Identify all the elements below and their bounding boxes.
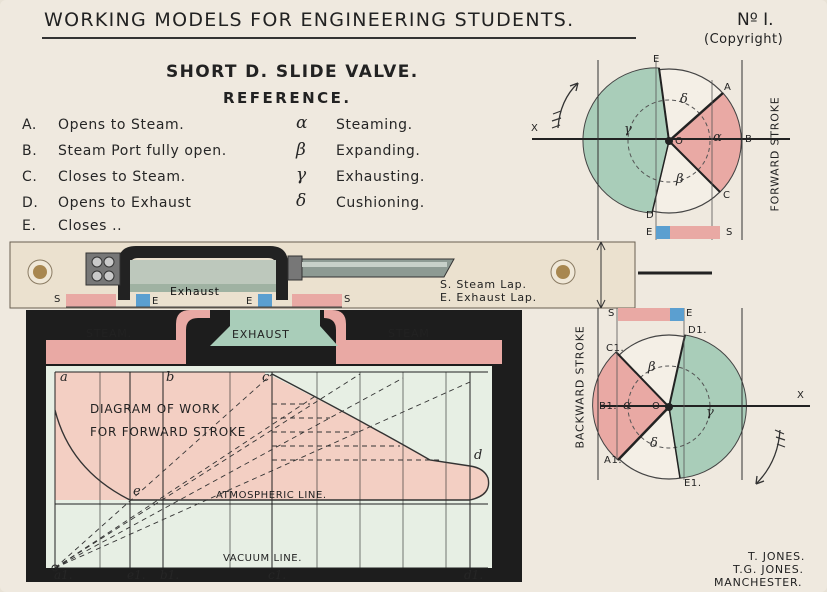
work-letter-d1: d1.: [464, 568, 484, 582]
fwd-letter-c: C: [723, 190, 731, 201]
imprint-line-3: MANCHESTER.: [714, 576, 803, 589]
ref-text-beta: Expanding.: [336, 143, 421, 159]
work-title-line1: DIAGRAM OF WORK: [90, 402, 220, 416]
ref-text-gamma: Exhausting.: [336, 169, 425, 185]
fwd-greek-gamma: γ: [624, 122, 632, 137]
slide-bar: [9, 241, 712, 309]
atmospheric-line-label: ATMOSPHERIC LINE.: [216, 490, 327, 501]
bwd-letter-o: O: [652, 401, 661, 412]
slide-exhaust-label: Exhaust: [170, 285, 220, 298]
work-letter-d: d: [474, 448, 483, 463]
ref-text-alpha: Steaming.: [336, 117, 413, 133]
ref-key-e: E.: [22, 218, 37, 234]
bwd-greek-alpha: α: [623, 398, 632, 413]
header-number: Nº I.: [737, 10, 774, 30]
ref-symbol-delta: δ: [296, 191, 307, 211]
ref-symbol-alpha: α: [296, 113, 308, 133]
vacuum-line-label: VACUUM LINE.: [223, 553, 302, 564]
slide-e-left: E: [152, 296, 159, 307]
forward-stroke-label: FORWARD STROKE: [768, 96, 782, 212]
fwd-greek-beta: β: [676, 172, 684, 187]
fwd-greek-delta: δ: [680, 92, 688, 107]
bwd-greek-gamma: γ: [706, 405, 714, 420]
work-letter-b1: b1.: [160, 568, 180, 582]
ref-text-e: Closes ..: [58, 218, 123, 234]
backward-stroke-label: BACKWARD STROKE: [573, 325, 587, 449]
header-underline: [42, 37, 636, 39]
ref-text-d: Opens to Exhaust: [58, 195, 192, 211]
ref-text-b: Steam Port fully open.: [58, 143, 227, 159]
backward-valve-circle: [592, 308, 810, 485]
port-steam-left: STEAM.: [86, 327, 132, 340]
fwd-letter-b: B: [745, 134, 753, 145]
bwd-letter-d1: D1.: [688, 325, 708, 336]
bwd-bar-e: E: [686, 308, 693, 319]
fwd-letter-a: A: [724, 82, 732, 93]
fwd-letter-d: D: [646, 210, 655, 221]
ref-text-delta: Cushioning.: [336, 195, 425, 211]
port-exhaust: EXHAUST: [232, 328, 290, 341]
work-letter-c1: c1.: [268, 568, 287, 582]
fwd-greek-alpha: α: [713, 130, 722, 145]
reference-title: REFERENCE.: [223, 89, 352, 107]
bwd-greek-beta: β: [648, 360, 656, 375]
slide-e-right: E: [246, 296, 253, 307]
ref-text-a: Opens to Steam.: [58, 117, 185, 133]
fwd-bar-s: S: [726, 227, 733, 238]
bwd-letter-b1: B1.: [599, 401, 618, 412]
slide-s-left: S: [54, 294, 61, 305]
ref-key-c: C.: [22, 169, 38, 185]
fwd-letter-x: X: [531, 123, 539, 134]
port-steam-right: STEAM: [388, 327, 430, 340]
legend-steam-lap: S. Steam Lap.: [440, 278, 527, 291]
ref-key-a: A.: [22, 117, 37, 133]
slide-s-right: S: [344, 294, 351, 305]
header-title: WORKING MODELS FOR ENGINEERING STUDENTS.: [44, 9, 575, 31]
main-title: SHORT D. SLIDE VALVE.: [166, 62, 419, 82]
fwd-bar-e: E: [646, 227, 653, 238]
ref-key-b: B.: [22, 143, 38, 159]
bwd-letter-c1: C1.: [606, 343, 625, 354]
work-letter-c: c: [262, 370, 270, 385]
work-letter-e: e: [133, 484, 141, 499]
work-letter-a1: a1.: [54, 568, 73, 582]
bwd-bar-s: S: [608, 308, 615, 319]
imprint-line-1: T. JONES.: [748, 550, 806, 563]
work-letter-e1: e1.: [127, 568, 146, 582]
bwd-letter-e1: E1.: [684, 478, 702, 489]
header-copyright: (Copyright): [704, 32, 784, 47]
work-letter-a: a: [60, 370, 68, 385]
bwd-letter-a1: A1.: [604, 455, 623, 466]
forward-valve-circle: [532, 60, 790, 240]
ref-symbol-beta: β: [296, 140, 306, 160]
cylinder-section: [26, 310, 522, 582]
bwd-letter-x: X: [797, 390, 805, 401]
ref-symbol-gamma: γ: [296, 165, 307, 185]
work-title-line2: FOR FORWARD STROKE: [90, 425, 247, 439]
fwd-letter-o: O: [675, 136, 684, 147]
ref-key-d: D.: [22, 195, 39, 211]
legend-exhaust-lap: E. Exhaust Lap.: [440, 291, 537, 304]
imprint-line-2: T.G. JONES.: [733, 563, 804, 576]
work-letter-b: b: [166, 370, 175, 385]
bwd-greek-delta: δ: [650, 436, 658, 451]
ref-text-c: Closes to Steam.: [58, 169, 186, 185]
fwd-letter-e: E: [653, 54, 660, 65]
